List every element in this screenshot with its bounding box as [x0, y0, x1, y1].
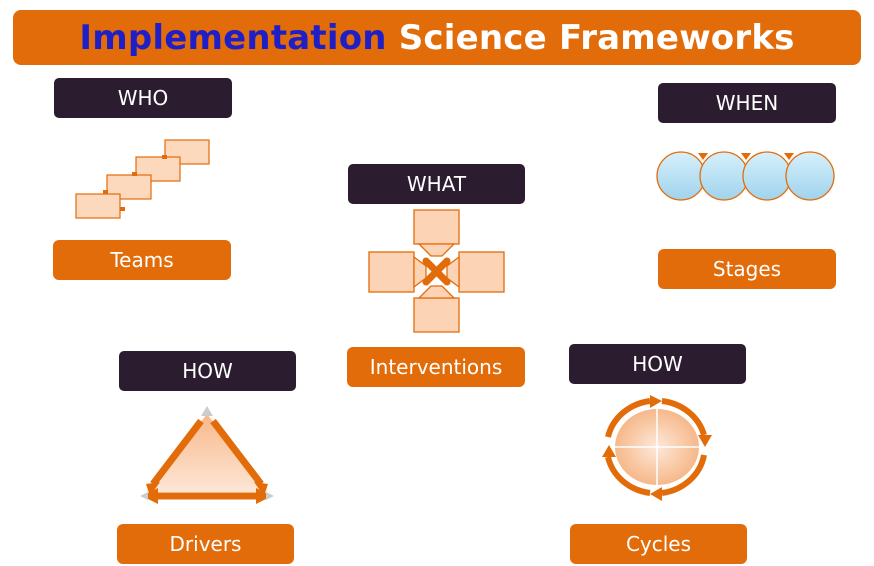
- linked-circles-icon: [656, 151, 835, 201]
- stage-circle: [785, 151, 835, 201]
- interventions-label: Interventions: [347, 347, 525, 387]
- how-cycles-heading: HOW: [569, 344, 746, 384]
- arrow-block-right: [458, 251, 505, 293]
- stage-circle: [699, 151, 749, 201]
- cycles-label: Cycles: [570, 524, 747, 564]
- stages-label: Stages: [658, 249, 836, 289]
- teams-label: Teams: [53, 240, 231, 280]
- when-heading: WHEN: [658, 83, 836, 123]
- stage-circle: [656, 151, 706, 201]
- page-title: Implementation Science Frameworks: [13, 10, 861, 65]
- cycle-arrows-icon: [602, 395, 712, 501]
- who-heading: WHO: [54, 78, 232, 118]
- title-highlight: Implementation: [79, 17, 387, 58]
- triangle-arrows-icon: [140, 406, 274, 504]
- team-panel: [75, 193, 121, 219]
- triangle-fill: [146, 414, 268, 492]
- title-rest: Science Frameworks: [398, 17, 795, 58]
- arrow-block-top: [413, 209, 460, 245]
- stacked-panels-icon: [75, 139, 210, 219]
- how-drivers-heading: HOW: [119, 351, 296, 391]
- team-panel: [106, 174, 152, 200]
- what-heading: WHAT: [348, 164, 525, 204]
- converging-arrows-icon: [368, 209, 505, 333]
- arrow-block-bottom: [413, 297, 460, 333]
- stage-circle: [742, 151, 792, 201]
- arrow-block-left: [368, 251, 415, 293]
- drivers-label: Drivers: [117, 524, 294, 564]
